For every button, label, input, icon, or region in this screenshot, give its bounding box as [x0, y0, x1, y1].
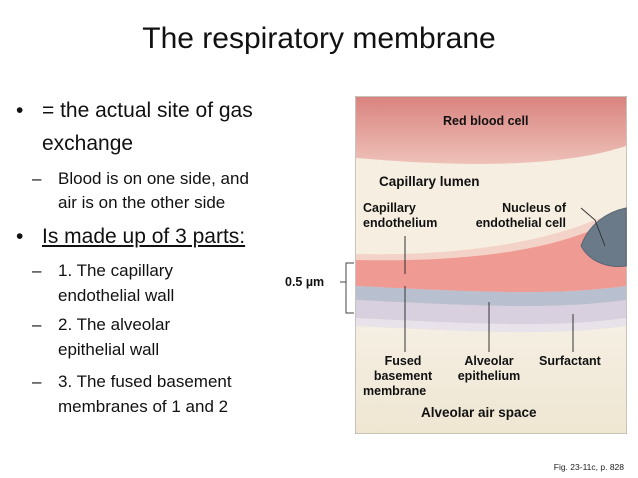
dash-glyph: –	[32, 372, 42, 391]
figure-reference: Fig. 23-11c, p. 828	[553, 462, 624, 472]
label-fused-basement-membrane: Fused basement membrane	[363, 354, 443, 399]
label-capillary-lumen: Capillary lumen	[379, 174, 480, 189]
subbullet-text-line1: 3. The fused basement	[58, 372, 232, 391]
label-line: epithelium	[457, 369, 521, 383]
dash-glyph: –	[32, 315, 42, 334]
alveolar-epithelium-shape	[356, 300, 626, 325]
label-line: basement	[373, 369, 433, 383]
scale-label: 0.5 µm	[285, 275, 325, 289]
label-line: Nucleus of	[502, 201, 566, 215]
label-line: Fused	[384, 354, 422, 368]
label-line: membrane	[363, 384, 427, 398]
subbullet-text-line2: membranes of 1 and 2	[58, 397, 229, 416]
label-alveolar-epithelium: Alveolar epithelium	[447, 354, 531, 384]
label-line: Alveolar	[464, 354, 514, 368]
label-line: endothelial cell	[475, 216, 566, 230]
alveolar-air-shape	[356, 326, 626, 433]
red-blood-cell-shape	[356, 97, 626, 164]
surfactant-layer	[356, 318, 626, 333]
dash-glyph: –	[32, 261, 42, 280]
bullet-text-line1: = the actual site of gas	[42, 99, 253, 122]
scale-bracket	[340, 262, 354, 314]
bullet-glyph: •	[16, 225, 24, 248]
dash-glyph: –	[32, 169, 42, 188]
subbullet-text-line1: 1. The capillary	[58, 261, 173, 280]
subbullet-text-line2: epithelial wall	[58, 340, 160, 359]
slide-title: The respiratory membrane	[142, 22, 496, 55]
bullet-text-line2: exchange	[42, 132, 134, 155]
label-line: endothelium	[363, 216, 438, 230]
membrane-figure: Red blood cell Capillary lumen Capillary…	[355, 96, 627, 434]
leader-nucleus	[580, 207, 606, 247]
nucleus-shape	[580, 207, 627, 267]
label-red-blood-cell: Red blood cell	[443, 114, 529, 128]
capillary-endothelium-shape	[356, 218, 626, 293]
label-line: Capillary	[363, 201, 416, 215]
bullet-glyph: •	[16, 99, 24, 122]
subbullet-text-line2: air is on the other side	[58, 193, 226, 212]
subbullet-text-line2: endothelial wall	[58, 286, 175, 305]
membrane-illustration	[355, 96, 627, 434]
label-alveolar-air-space: Alveolar air space	[421, 405, 537, 420]
subbullet-text-line1: 2. The alveolar	[58, 315, 171, 334]
basement-membrane-shape	[356, 286, 626, 307]
label-capillary-endothelium: Capillary endothelium	[363, 201, 437, 231]
label-nucleus: Nucleus of endothelial cell	[461, 201, 566, 231]
subbullet-text-line1: Blood is on one side, and	[58, 169, 249, 188]
label-surfactant: Surfactant	[539, 354, 601, 368]
bullet-text-line1: Is made up of 3 parts:	[42, 225, 246, 248]
